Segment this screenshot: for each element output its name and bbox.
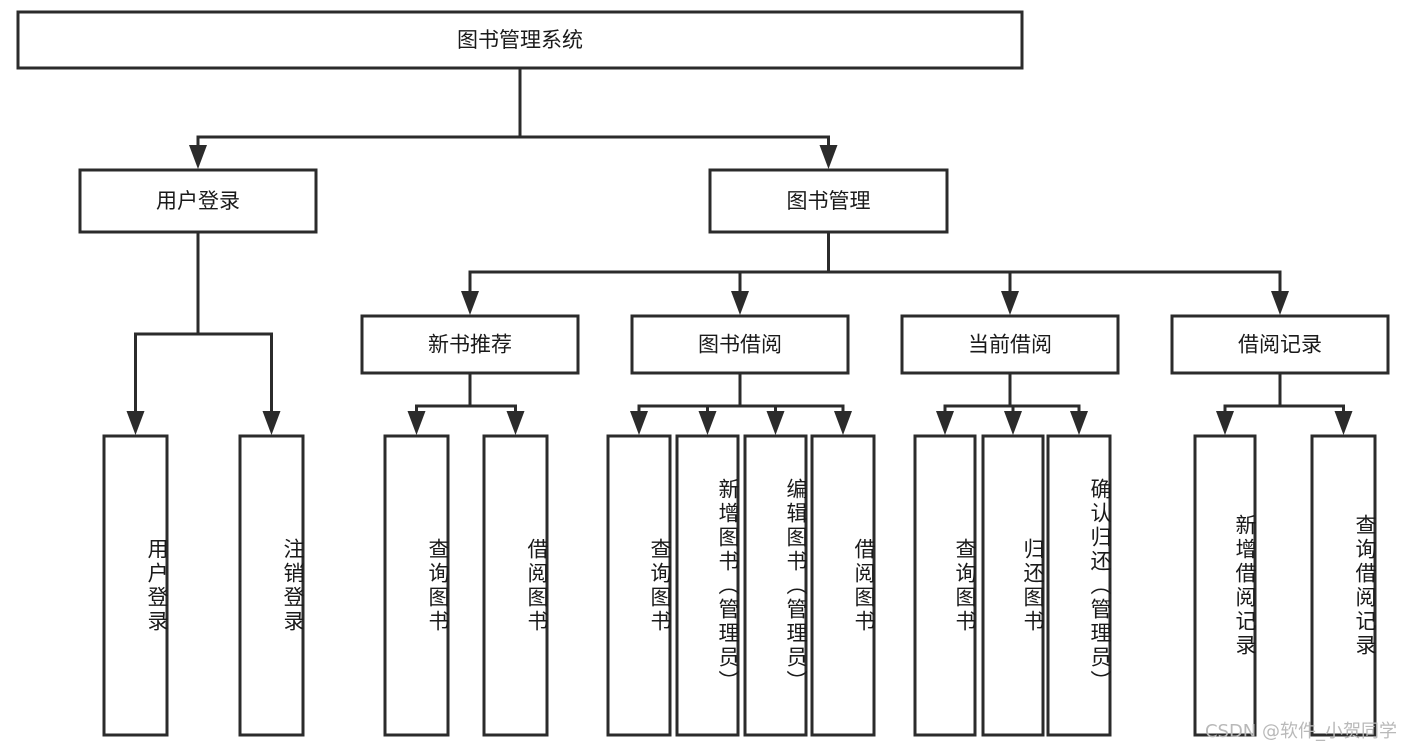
node-label-new-book-recommend: 新书推荐: [428, 333, 512, 357]
arrow-head-icon-user-logout: [262, 411, 281, 435]
node-label-root: 图书管理系统: [457, 28, 583, 52]
node-box-br-query-record[interactable]: [1310, 434, 1377, 737]
node-box-current-borrow[interactable]: [900, 314, 1120, 375]
node-box-borrow-record[interactable]: [1170, 314, 1390, 375]
arrow-head-icon-book-borrow: [731, 291, 749, 315]
arrow-head-icon-bb-add-book: [698, 411, 717, 435]
node-label-book-borrow: 图书借阅: [698, 333, 782, 357]
arrow-head-icon-nbr-borrow-book: [506, 411, 525, 435]
arrow-head-icon-cb-return-book: [1004, 411, 1022, 435]
arrow-head-icon-nbr-query-book: [407, 411, 426, 435]
node-box-book-manage[interactable]: [708, 168, 949, 234]
arrow-head-icon-current-borrow: [1001, 291, 1019, 315]
node-label-borrow-record: 借阅记录: [1238, 333, 1322, 357]
node-label-current-borrow: 当前借阅: [968, 333, 1052, 357]
node-br-query-record[interactable]: [1310, 434, 1377, 737]
node-bb-edit-book[interactable]: [743, 434, 808, 737]
node-bb-add-book[interactable]: [675, 434, 740, 737]
node-box-root[interactable]: [16, 10, 1024, 70]
watermark-text: CSDN @软件_小贺同学: [1204, 721, 1397, 742]
node-box-cb-query-book[interactable]: [913, 434, 977, 737]
arrow-head-icon-borrow-record: [1271, 291, 1289, 315]
node-user-logout[interactable]: [238, 434, 305, 737]
node-user-login-do[interactable]: [102, 434, 169, 737]
arrow-head-icon-new-book-recommend: [461, 291, 479, 315]
node-box-bb-query-book[interactable]: [606, 434, 672, 737]
node-br-add-record[interactable]: [1193, 434, 1257, 737]
node-borrow-record[interactable]: [1170, 314, 1390, 375]
arrow-head-icon-user-login-do: [126, 411, 145, 435]
node-box-cb-confirm-return[interactable]: [1046, 434, 1112, 737]
node-box-new-book-recommend[interactable]: [360, 314, 580, 375]
node-box-nbr-borrow-book[interactable]: [482, 434, 549, 737]
arrow-head-icon-cb-query-book: [936, 411, 954, 435]
node-new-book-recommend[interactable]: [360, 314, 580, 375]
arrow-head-icon-bb-edit-book: [766, 411, 785, 435]
arrow-head-icon-br-add-record: [1216, 411, 1234, 435]
node-box-book-borrow[interactable]: [630, 314, 850, 375]
node-cb-confirm-return[interactable]: [1046, 434, 1112, 737]
node-box-bb-borrow-book[interactable]: [810, 434, 876, 737]
arrow-head-icon-br-query-record: [1334, 411, 1353, 435]
node-bb-borrow-book[interactable]: [810, 434, 876, 737]
node-root[interactable]: [16, 10, 1024, 70]
node-box-bb-edit-book[interactable]: [743, 434, 808, 737]
node-nbr-borrow-book[interactable]: [482, 434, 549, 737]
node-nbr-query-book[interactable]: [383, 434, 450, 737]
arrow-head-icon-bb-query-book: [630, 411, 648, 435]
node-book-manage[interactable]: [708, 168, 949, 234]
node-box-user-logout[interactable]: [238, 434, 305, 737]
node-label-book-manage: 图书管理: [787, 189, 871, 213]
node-box-nbr-query-book[interactable]: [383, 434, 450, 737]
node-bb-query-book[interactable]: [606, 434, 672, 737]
node-label-user-login: 用户登录: [156, 189, 240, 213]
node-box-br-add-record[interactable]: [1193, 434, 1257, 737]
node-cb-return-book[interactable]: [981, 434, 1045, 737]
arrow-head-icon-cb-confirm-return: [1070, 411, 1088, 435]
arrow-head-icon-user-login: [189, 145, 207, 169]
arrow-head-icon-book-manage: [819, 145, 838, 169]
node-current-borrow[interactable]: [900, 314, 1120, 375]
node-box-bb-add-book[interactable]: [675, 434, 740, 737]
node-box-user-login-do[interactable]: [102, 434, 169, 737]
arrow-head-icon-bb-borrow-book: [834, 411, 852, 435]
node-box-cb-return-book[interactable]: [981, 434, 1045, 737]
node-book-borrow[interactable]: [630, 314, 850, 375]
node-cb-query-book[interactable]: [913, 434, 977, 737]
